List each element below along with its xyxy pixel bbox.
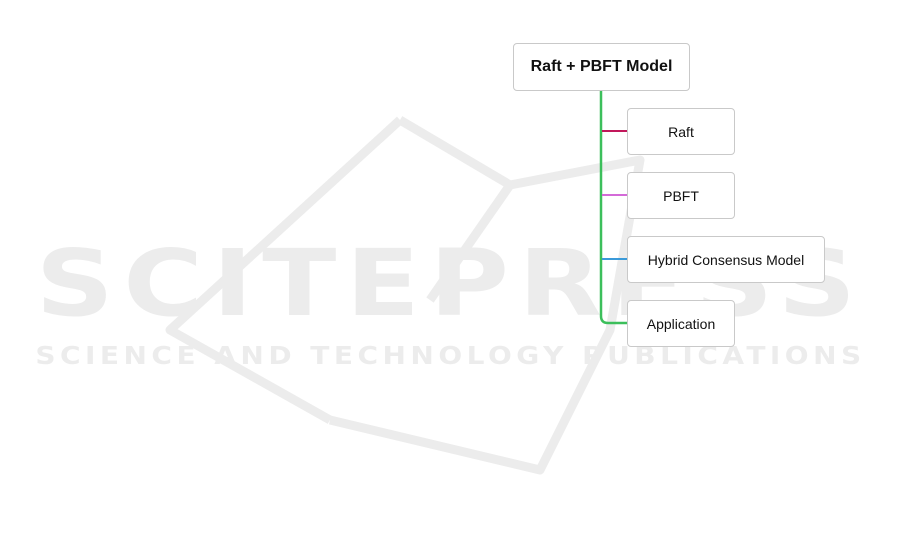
node-label: Application <box>647 316 716 332</box>
node-label: PBFT <box>663 188 699 204</box>
root-node[interactable]: Raft + PBFT Model <box>513 43 690 91</box>
node-raft[interactable]: Raft <box>627 108 735 155</box>
trunk-connector <box>601 91 627 323</box>
root-node-label: Raft + PBFT Model <box>531 58 673 76</box>
node-label: Hybrid Consensus Model <box>648 252 804 268</box>
node-application[interactable]: Application <box>627 300 735 347</box>
node-hybrid-consensus-model[interactable]: Hybrid Consensus Model <box>627 236 825 283</box>
node-pbft[interactable]: PBFT <box>627 172 735 219</box>
node-label: Raft <box>668 124 694 140</box>
